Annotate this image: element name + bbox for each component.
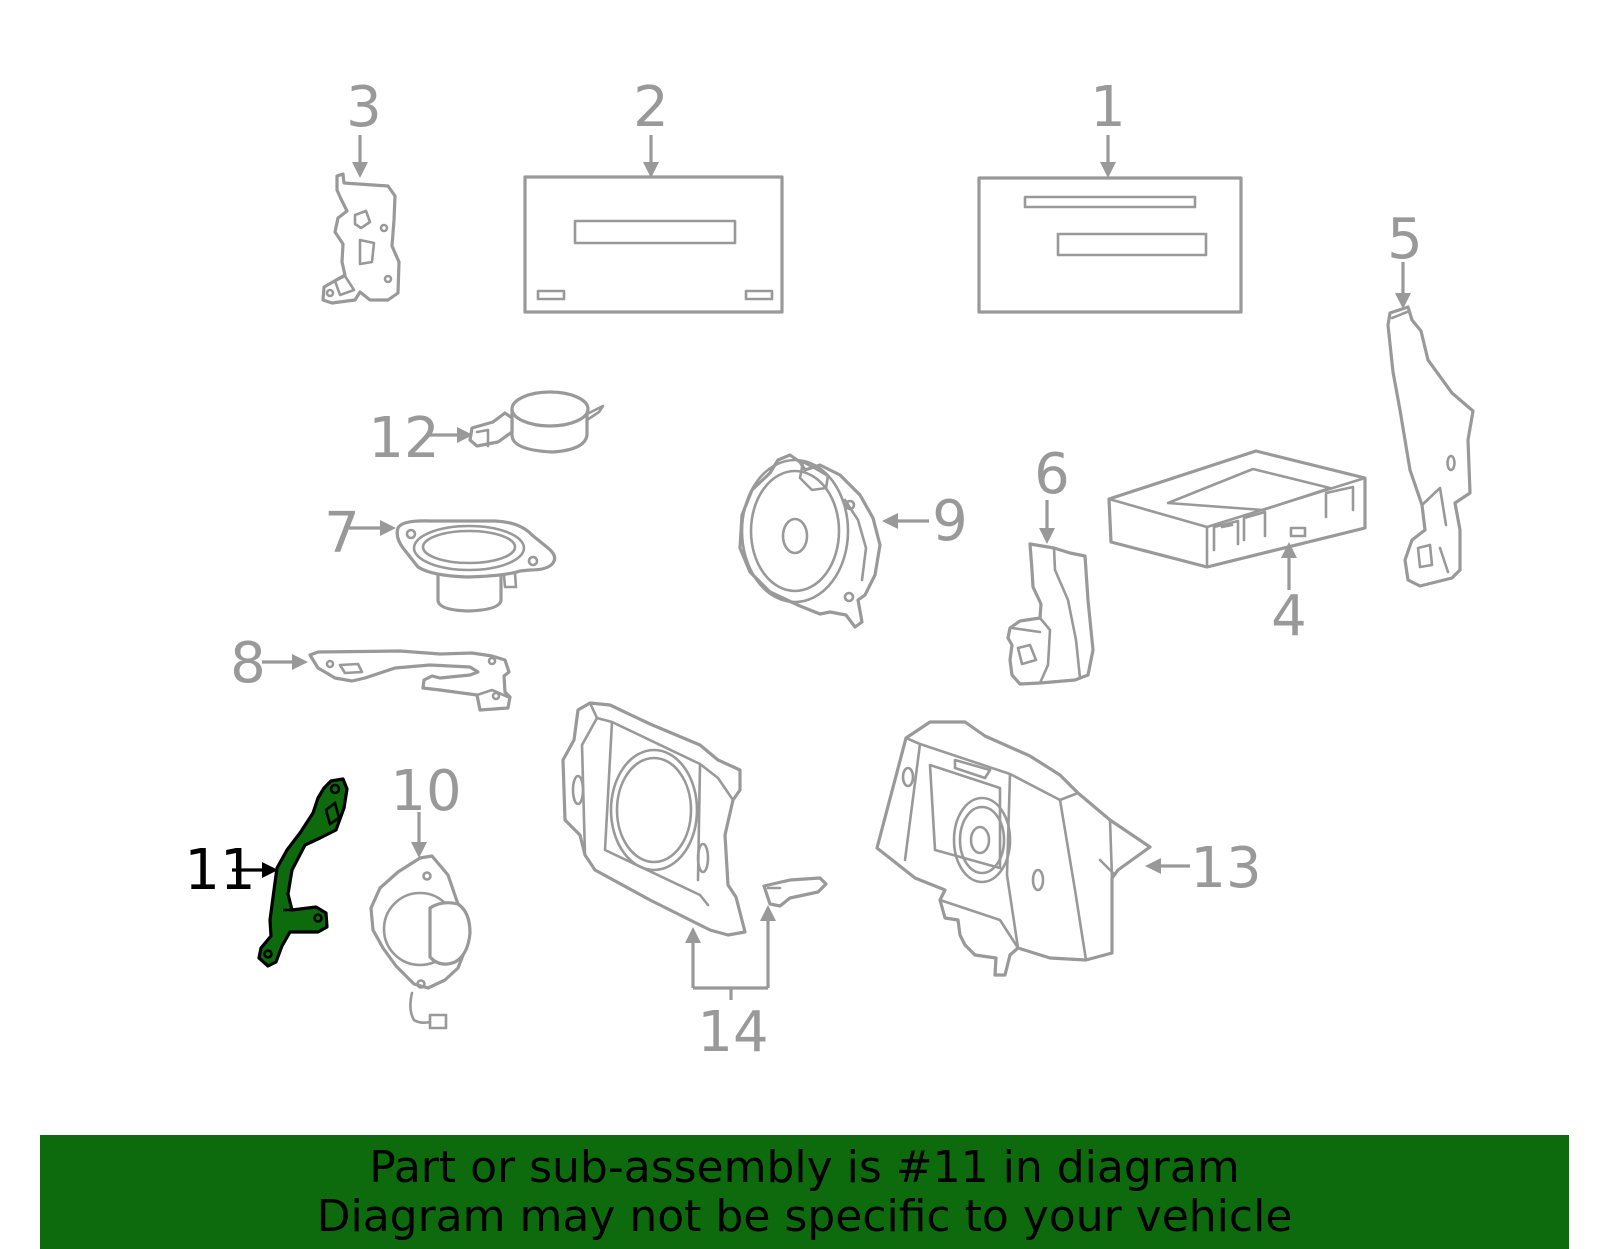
part-11-bracket-highlighted[interactable]	[257, 777, 349, 968]
callout-label-13: 13	[1190, 836, 1261, 901]
banner-vehicle-disclaimer: Diagram may not be specific to your vehi…	[316, 1191, 1293, 1242]
callout-4: 4	[1271, 542, 1307, 649]
callout-11: 11	[184, 838, 278, 903]
part-14-small-bracket[interactable]	[762, 876, 828, 908]
callout-7: 7	[324, 501, 396, 566]
callout-label-7: 7	[324, 501, 360, 566]
part-4-amplifier[interactable]	[1107, 449, 1367, 569]
callout-label-11: 11	[184, 838, 255, 903]
notice-banner: Part or sub-assembly is #11 in diagram D…	[40, 1135, 1569, 1249]
callout-6: 6	[1034, 442, 1070, 544]
part-8-bracket[interactable]	[308, 649, 512, 712]
part-13-subwoofer-box[interactable]	[875, 720, 1152, 977]
part-14-speaker-box[interactable]	[561, 701, 747, 937]
callout-10: 10	[390, 759, 462, 858]
callout-label-5: 5	[1387, 207, 1423, 272]
callout-8: 8	[230, 631, 308, 696]
callout-2: 2	[633, 75, 669, 178]
callout-5: 5	[1387, 207, 1423, 309]
part-3-bracket[interactable]	[321, 172, 401, 305]
callout-label-12: 12	[368, 406, 439, 471]
callout-label-9: 9	[932, 489, 968, 554]
part-5-bracket[interactable]	[1386, 305, 1475, 588]
callout-label-1: 1	[1090, 75, 1126, 140]
callout-label-6: 6	[1034, 442, 1070, 507]
callout-label-10: 10	[390, 759, 461, 824]
callout-label-3: 3	[346, 75, 382, 140]
part-7-tweeter[interactable]	[395, 519, 557, 613]
callout-label-4: 4	[1271, 584, 1307, 649]
callout-12: 12	[368, 406, 473, 471]
callout-label-2: 2	[633, 75, 669, 140]
callout-9: 9	[882, 489, 968, 554]
callout-1: 1	[1090, 75, 1126, 178]
part-12-tweeter[interactable]	[468, 390, 605, 454]
part-10-speaker[interactable]	[369, 854, 472, 1030]
part-9-door-speaker[interactable]	[738, 453, 882, 629]
callout-13: 13	[1145, 836, 1262, 901]
part-2-display-unit[interactable]	[523, 175, 784, 314]
callout-label-14: 14	[697, 1000, 768, 1065]
callout-14: 14	[685, 905, 776, 1065]
banner-part-notice: Part or sub-assembly is #11 in diagram	[369, 1142, 1240, 1193]
part-1-receiver-unit[interactable]	[977, 176, 1243, 314]
callout-3: 3	[346, 75, 382, 178]
callout-label-8: 8	[230, 631, 266, 696]
part-6-bracket[interactable]	[1006, 542, 1095, 686]
